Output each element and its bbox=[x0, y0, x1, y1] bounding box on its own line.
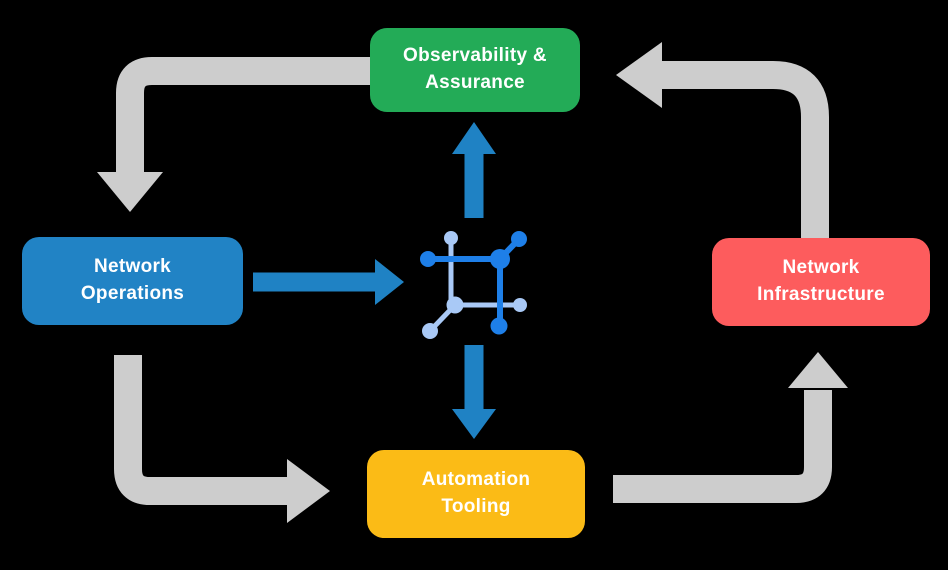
node-network-infrastructure: Network Infrastructure bbox=[712, 238, 930, 326]
network-automation-nodes-icon bbox=[420, 231, 527, 339]
arrow-shaft bbox=[114, 355, 289, 505]
node-observability-assurance: Observability & Assurance bbox=[370, 28, 580, 112]
icon-node bbox=[490, 249, 510, 269]
node-network-operations: Network Operations bbox=[22, 237, 243, 325]
arrow-head-right-icon bbox=[287, 459, 330, 523]
arrow-center-to-observability bbox=[452, 122, 496, 218]
arrow-head-down-icon bbox=[452, 409, 496, 439]
node-label-line: Network bbox=[782, 257, 860, 279]
arrow-shaft bbox=[660, 61, 829, 238]
arrow-operations-to-center bbox=[253, 259, 404, 305]
node-label-line: Infrastructure bbox=[757, 284, 885, 305]
arrow-observability-to-operations bbox=[97, 57, 370, 212]
icon-node bbox=[513, 298, 527, 312]
node-automation-tooling: Automation Tooling bbox=[367, 450, 585, 538]
arrow-operations-to-tooling bbox=[114, 355, 330, 523]
arrow-head-up-icon bbox=[788, 352, 848, 388]
node-label-line: Network bbox=[93, 256, 172, 278]
node-label-line: Automation bbox=[421, 469, 531, 491]
node-label-line: Operations bbox=[80, 283, 185, 304]
node-label-line: Observability & bbox=[403, 45, 547, 67]
icon-node bbox=[511, 231, 527, 247]
arrow-shaft bbox=[116, 57, 370, 174]
arrow-shaft bbox=[613, 390, 832, 503]
arrow-center-to-tooling bbox=[452, 345, 496, 439]
node-label-line: Assurance bbox=[425, 72, 525, 93]
icon-node bbox=[444, 231, 458, 245]
arrow-head-right-icon bbox=[375, 259, 404, 305]
icon-node bbox=[446, 296, 464, 314]
icon-node bbox=[490, 317, 508, 335]
icon-line bbox=[425, 256, 503, 323]
arrow-head-up-icon bbox=[452, 122, 496, 154]
arrow-head-left-icon bbox=[616, 42, 662, 108]
arrow-infrastructure-to-observability bbox=[616, 42, 829, 238]
arrow-tooling-to-infrastructure bbox=[613, 352, 848, 503]
node-label-line: Tooling bbox=[441, 496, 511, 517]
icon-node bbox=[420, 251, 436, 267]
icon-dark-branches bbox=[420, 231, 527, 335]
arrow-head-down-icon bbox=[97, 172, 163, 212]
icon-node bbox=[422, 323, 438, 339]
